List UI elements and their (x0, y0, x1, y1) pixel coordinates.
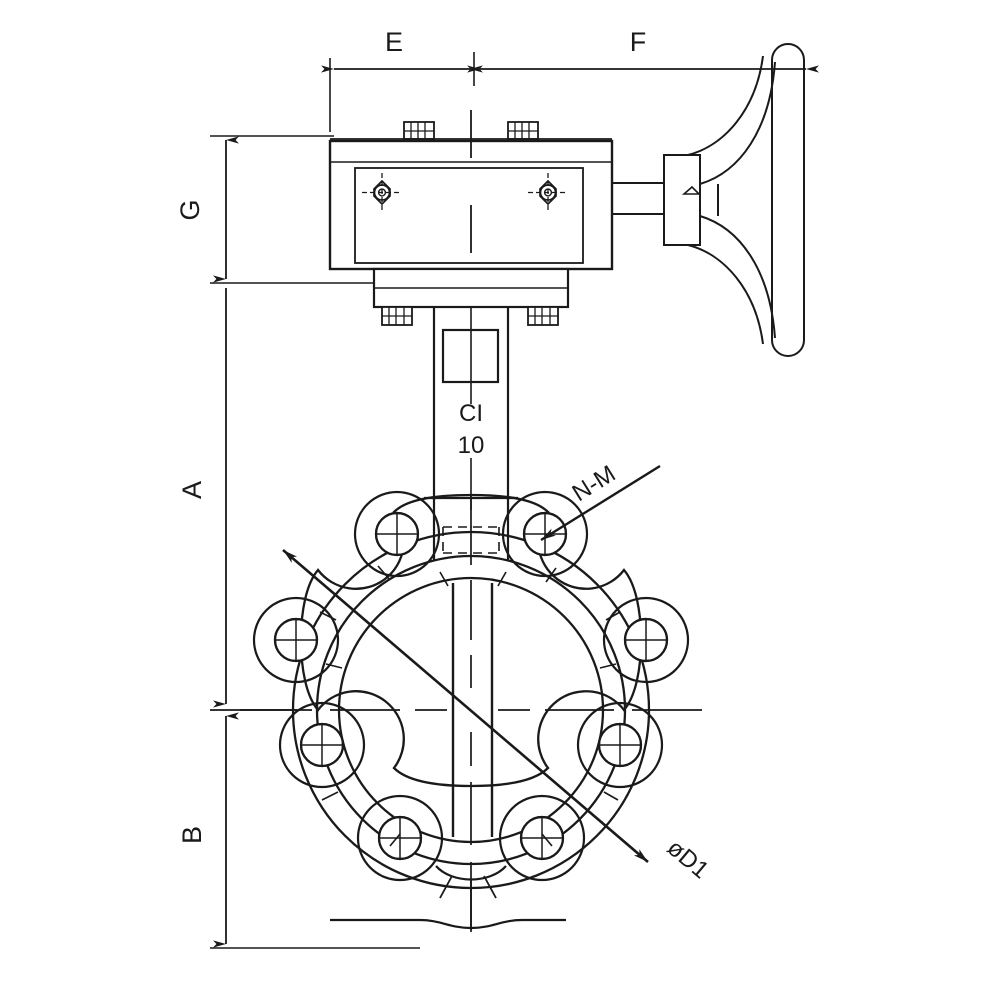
mount-flange-bolt-right (527, 306, 559, 326)
dimension-label-E: E (385, 27, 403, 57)
dimension-label-G: G (175, 199, 205, 220)
bottom-boss-hatch-1 (439, 875, 453, 899)
lug-hole (519, 815, 565, 861)
leader-line-N-M (540, 464, 661, 542)
handwheel (663, 43, 805, 357)
dimension-E-F-group (321, 52, 819, 132)
dimension-label-B: B (177, 826, 207, 844)
gearbox-inner-cavity (354, 167, 584, 264)
gearbox-mount-flange (372, 267, 570, 326)
stem-marking-line2: 10 (458, 432, 485, 459)
stem-marking-line1: CI (459, 400, 483, 427)
lug-hole (273, 617, 319, 663)
lug-hole (522, 511, 568, 557)
gearbox-bolt-left (362, 173, 402, 212)
dimension-line-D1 (282, 549, 649, 863)
top-stud-left (403, 121, 435, 140)
handwheel-keyway-icon (681, 185, 701, 195)
mount-flange-bolt-left (381, 306, 413, 326)
lug-hole (374, 511, 420, 557)
dimension-label-A: A (177, 481, 207, 499)
handwheel-hub (663, 154, 701, 246)
bottom-boss-hatch-2 (483, 875, 497, 899)
lug-hole (299, 722, 345, 768)
lug-hole (623, 617, 669, 663)
top-stud-right (507, 121, 539, 140)
gearbox-top-studs (330, 121, 612, 140)
lug-hole (597, 722, 643, 768)
lug-hole (377, 815, 423, 861)
gearbox-housing (328, 110, 614, 271)
handwheel-rim (771, 43, 805, 357)
callout-N-M (540, 464, 661, 542)
dimension-label-F: F (630, 27, 647, 57)
gearbox-bolt-right (528, 173, 568, 212)
valve-stem-neck (432, 307, 510, 510)
dimension-G-group (210, 135, 380, 284)
callout-bore-diameter (282, 549, 649, 863)
dimension-A-B-group (210, 288, 420, 949)
